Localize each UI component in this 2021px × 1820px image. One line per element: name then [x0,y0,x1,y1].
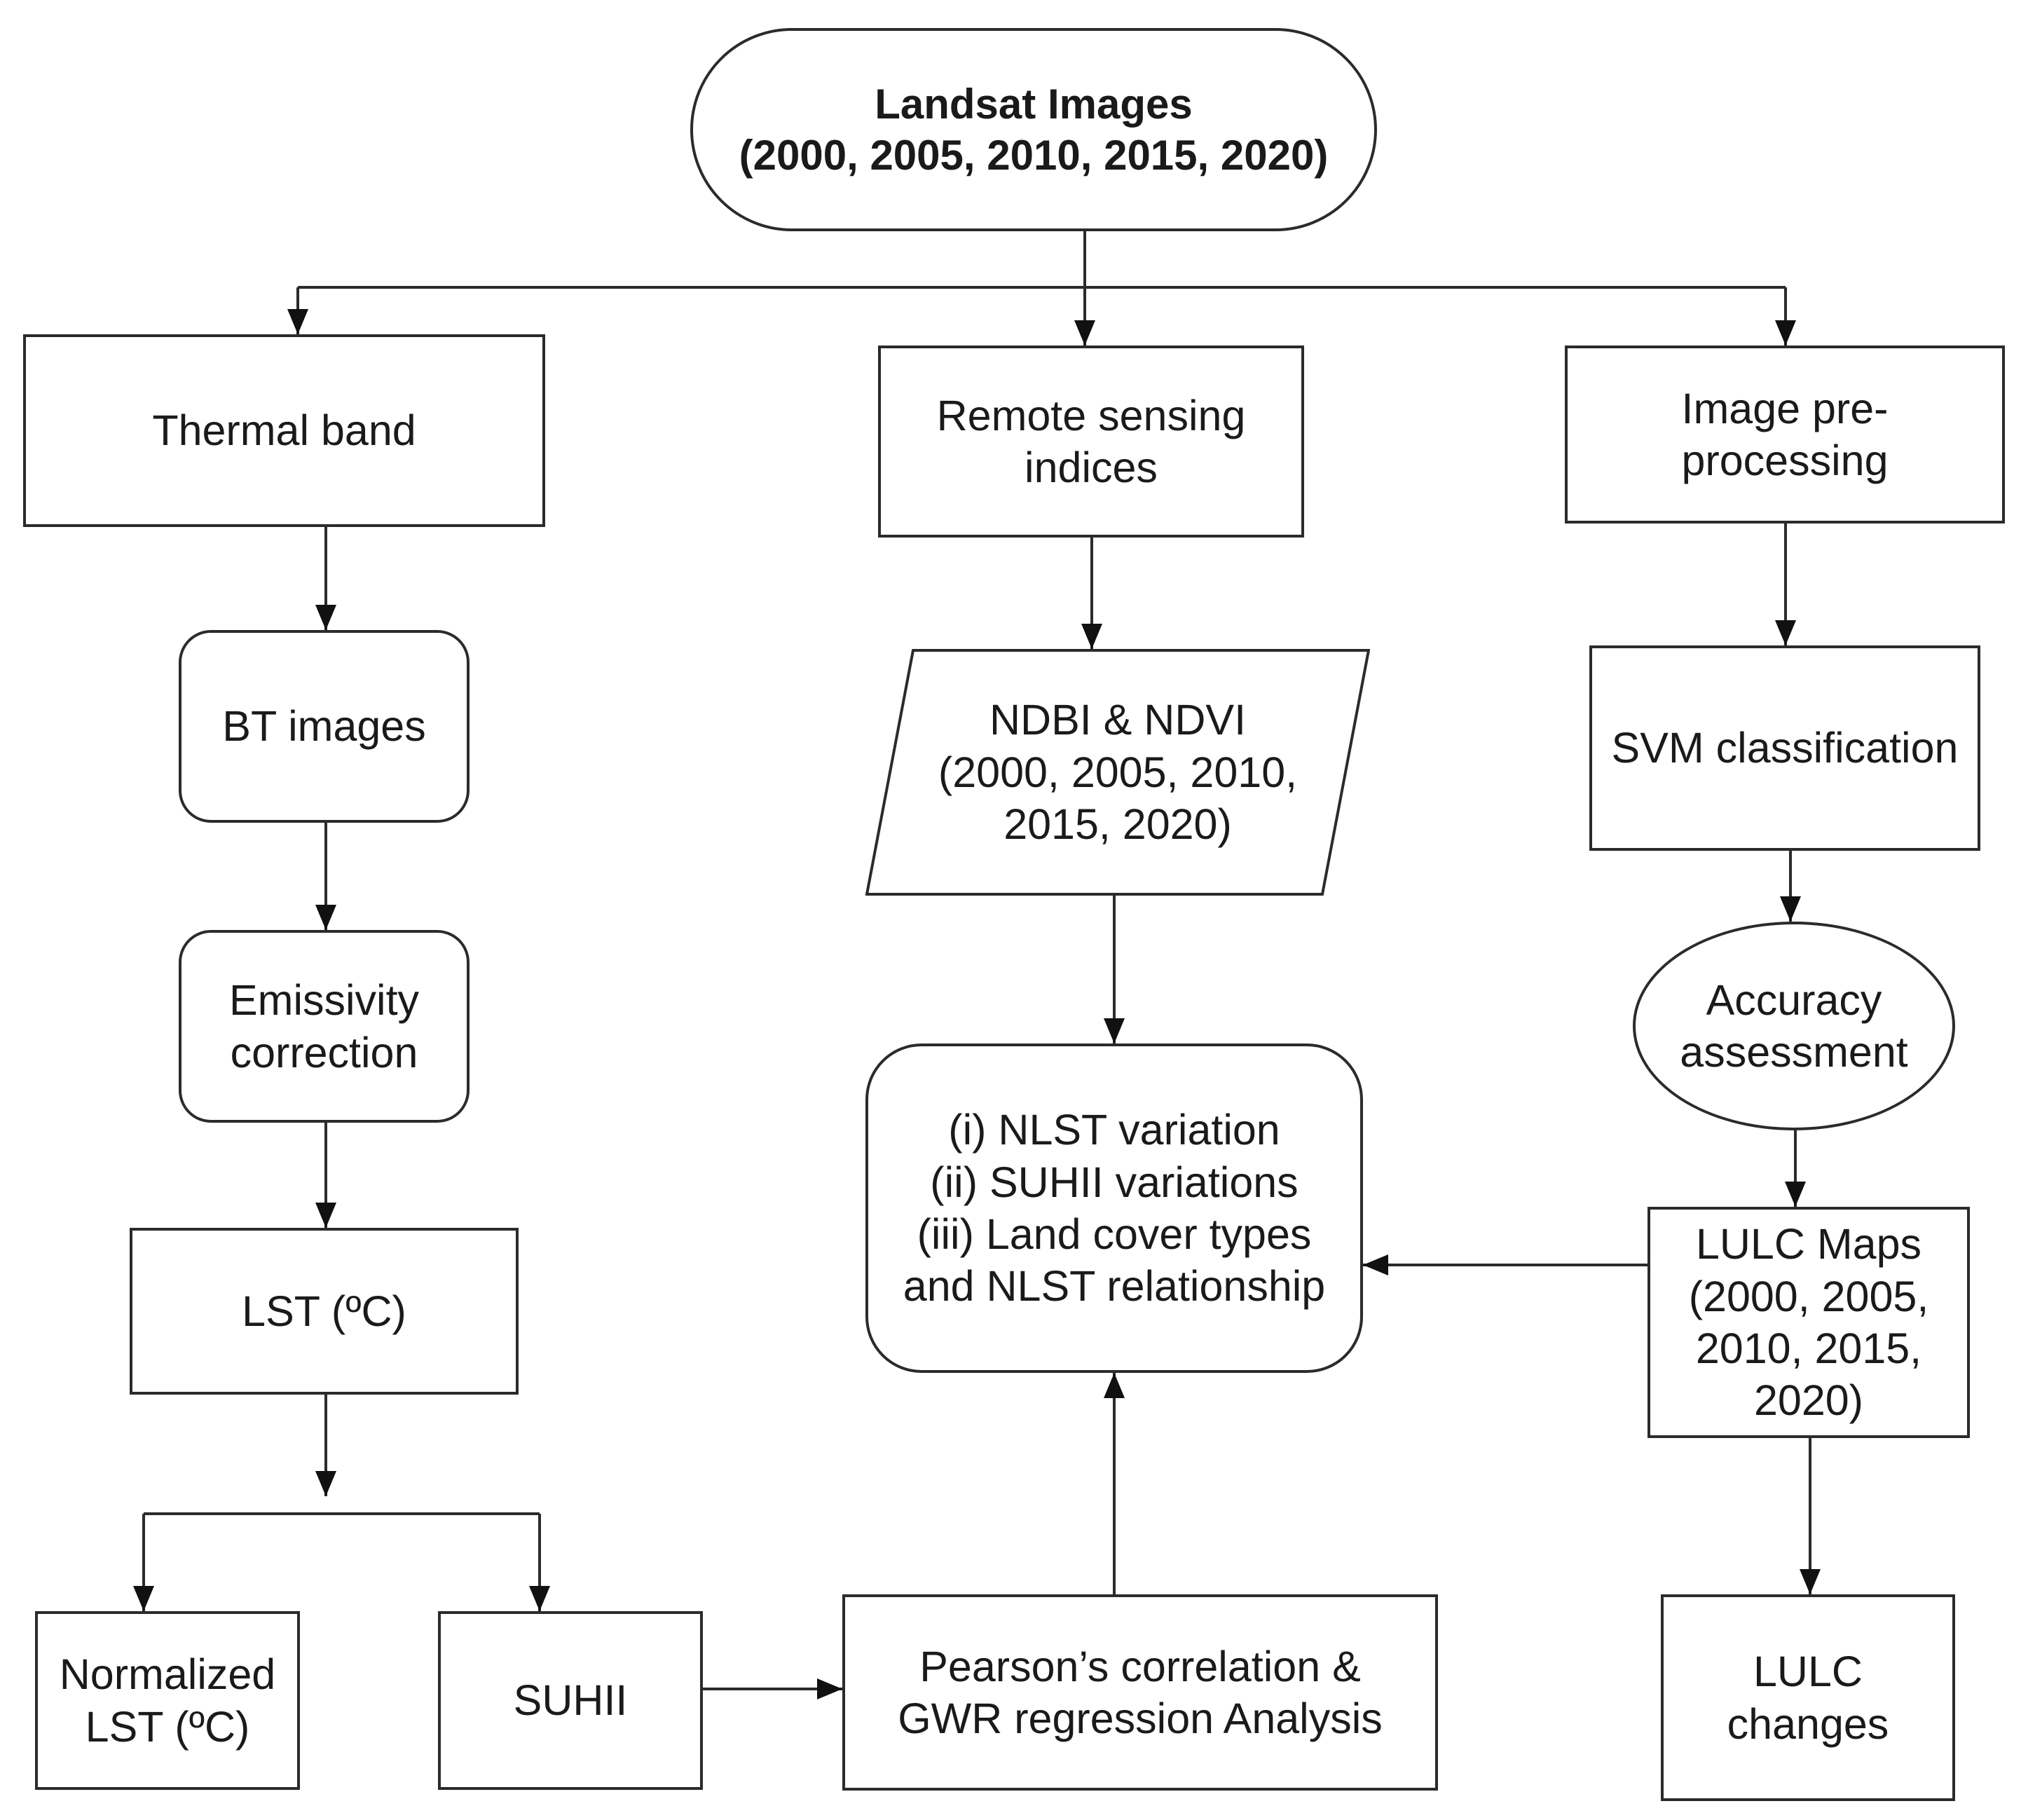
image-preprocessing-label: Image pre- processing [1681,384,1889,484]
lulc-maps-label: LULC Maps (2000, 2005, 2010, 2015, 2020) [1688,1220,1929,1425]
arrow-thermal-to-bt-head [315,605,336,630]
arrow-lst-to-normalized-head [133,1586,154,1611]
analysis-results-node: (i) NLST variation (ii) SUHII variations… [865,1044,1363,1373]
svm-classification-node: SVM classification [1589,645,1980,851]
arrow-emissivity-to-lst-head [315,1203,336,1228]
bt-images-node: BT images [179,630,470,823]
arrow-accuracy-to-lulc-maps-head [1785,1182,1806,1207]
arrow-bt-to-emissivity-head [315,905,336,930]
ndbi-ndvi-parallelogram [865,649,1370,896]
arrow-ndbi-to-analysis-head [1104,1018,1125,1044]
landsat-images-label: Landsat Images (2000, 2005, 2010, 2015, … [739,80,1329,179]
lst-label: LST (ºC) [242,1287,406,1335]
accuracy-assessment-node: Accuracy assessment [1633,922,1955,1130]
bt-images-label: BT images [222,702,426,751]
suhii-node: SUHII [438,1611,703,1790]
pearson-gwr-analysis-node: Pearson’s correlation & GWR regression A… [842,1594,1438,1791]
arrow-lst-to-suhii-head [529,1586,550,1611]
lulc-changes-node: LULC changes [1661,1594,1955,1801]
ndbi-ndvi-label: NDBI & NDVI (2000, 2005, 2010, 2015, 202… [938,696,1298,849]
analysis-results-label: (i) NLST variation (ii) SUHII variations… [903,1106,1326,1311]
emissivity-correction-label: Emissivity correction [228,976,420,1076]
arrow-lulc-maps-to-changes-head [1800,1569,1821,1594]
lst-node: LST (ºC) [130,1228,519,1395]
normalized-lst-label: Normalized LST (ºC) [59,1650,276,1751]
svm-classification-label: SVM classification [1611,724,1959,772]
normalized-lst-node: Normalized LST (ºC) [35,1611,300,1790]
lulc-changes-label: LULC changes [1727,1648,1889,1748]
lulc-maps-node: LULC Maps (2000, 2005, 2010, 2015, 2020) [1647,1207,1970,1438]
arrow-landsat-to-preprocessing-head [1775,320,1796,345]
arrow-preprocessing-to-svm-head [1775,620,1796,645]
arrow-suhii-to-pearson-head [817,1678,842,1699]
arrow-svm-to-accuracy-head [1780,896,1801,922]
image-preprocessing-node: Image pre- processing [1565,345,2005,524]
pearson-gwr-analysis-label: Pearson’s correlation & GWR regression A… [898,1642,1383,1742]
thermal-band-label: Thermal band [152,406,416,455]
arrow-lst-down-head [315,1471,336,1496]
emissivity-correction-node: Emissivity correction [179,930,470,1123]
arrow-lulc-maps-to-analysis-head [1363,1254,1388,1275]
suhii-label: SUHII [513,1676,628,1725]
remote-sensing-indices-label: Remote sensing indices [936,391,1246,491]
remote-sensing-indices-node: Remote sensing indices [878,345,1304,538]
arrow-landsat-to-thermal-head [287,309,308,334]
landsat-images-node: Landsat Images (2000, 2005, 2010, 2015, … [690,28,1377,231]
arrow-pearson-to-analysis-head [1104,1373,1125,1398]
arrow-landsat-to-remote-sensing-head [1074,320,1095,345]
thermal-band-node: Thermal band [23,334,545,527]
accuracy-assessment-label: Accuracy assessment [1680,976,1908,1076]
arrow-remote-sensing-to-ndbi-head [1081,624,1102,649]
ndbi-ndvi-node: NDBI & NDVI (2000, 2005, 2010, 2015, 202… [865,649,1370,896]
